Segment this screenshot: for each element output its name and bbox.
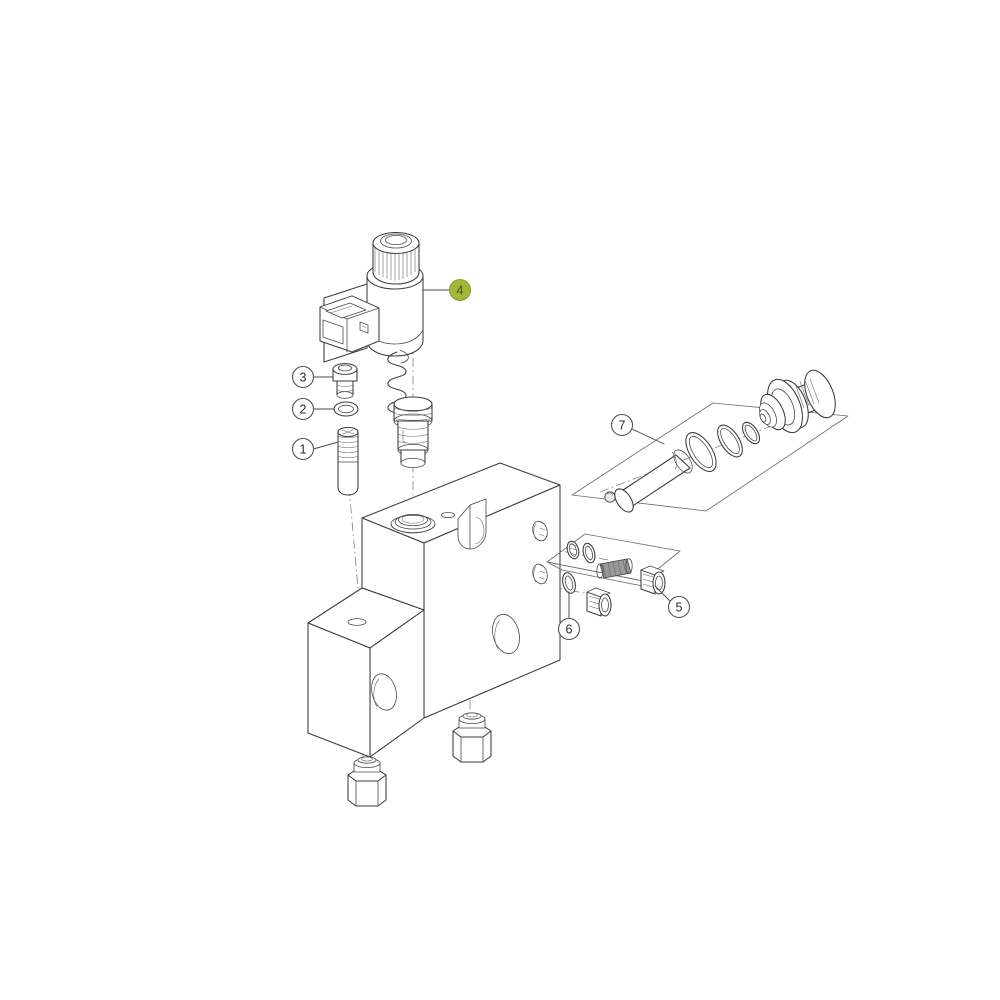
callout-leader-lines xyxy=(313,289,671,619)
hose-fitting-left xyxy=(347,756,387,807)
step-blind-hole xyxy=(347,618,367,626)
callout-3[interactable]: 3 xyxy=(291,365,315,389)
kit5-cartridge-valve xyxy=(640,565,666,595)
coil-body xyxy=(366,275,424,357)
o-ring-part2 xyxy=(333,401,359,417)
lower-cartridge-valve xyxy=(586,587,612,617)
kit-5-group xyxy=(546,533,681,595)
kit7-sleeve xyxy=(614,449,693,513)
right-face-bore-upper xyxy=(532,520,548,542)
kit7-knurled-adjuster xyxy=(759,369,836,434)
coil-knurled-nut xyxy=(372,231,420,285)
callout-1[interactable]: 1 xyxy=(291,437,315,461)
callout-4-circle[interactable] xyxy=(448,278,472,302)
kit5-backup-ring xyxy=(566,540,580,560)
orifice-plug-part1 xyxy=(337,426,359,496)
step-face-pocket xyxy=(371,673,397,711)
callout-6[interactable]: 6 xyxy=(557,617,581,641)
right-face-bore-lower xyxy=(532,563,548,585)
callout-5[interactable]: 5 xyxy=(667,595,691,619)
block-mounting-notch xyxy=(457,498,487,550)
kit5-o-ring xyxy=(582,542,596,564)
top-port-bore xyxy=(390,514,436,534)
kit-7-boundary xyxy=(571,402,849,512)
callout-2[interactable]: 2 xyxy=(291,397,315,421)
leader-1 xyxy=(313,441,339,450)
kit7-o-ring-medium xyxy=(717,424,743,458)
kit-7-group xyxy=(571,369,849,513)
valve-manifold-block xyxy=(307,462,561,758)
knurl-teeth xyxy=(374,248,416,281)
kit7-ball xyxy=(604,491,616,503)
kit7-o-ring-large xyxy=(685,432,717,472)
callout-7-circle[interactable] xyxy=(610,413,634,437)
callout-2-circle[interactable] xyxy=(291,397,315,421)
leader-7 xyxy=(631,428,665,445)
front-face-pocket-upper xyxy=(492,613,520,655)
leader-5 xyxy=(654,585,671,602)
kit7-o-ring-small xyxy=(741,421,761,445)
cap-plug-part3 xyxy=(332,363,358,399)
hose-fitting-right xyxy=(452,712,492,763)
cartridge-body xyxy=(393,396,433,468)
part-6-o-ring xyxy=(562,572,576,594)
callout-5-circle[interactable] xyxy=(667,595,691,619)
callout-7[interactable]: 7 xyxy=(610,413,634,437)
callout-4-highlighted[interactable]: 4 xyxy=(448,278,472,302)
callout-6-circle[interactable] xyxy=(557,617,581,641)
callout-1-circle[interactable] xyxy=(291,437,315,461)
din-connector-plug xyxy=(319,295,380,353)
kit5-coil-spring xyxy=(596,558,633,579)
top-locating-hole xyxy=(441,512,455,519)
callout-3-circle[interactable] xyxy=(291,365,315,389)
